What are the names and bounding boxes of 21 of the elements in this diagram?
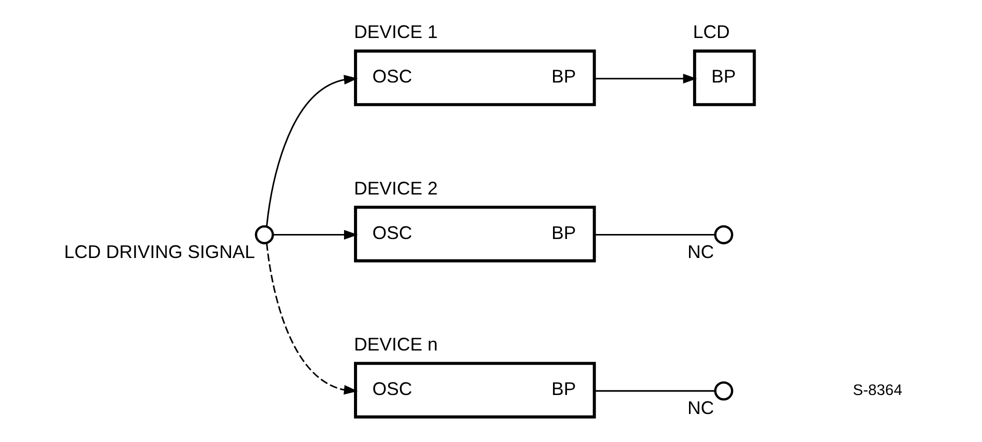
node-box: OSC BP	[354, 50, 596, 106]
node-box: OSC BP	[354, 362, 596, 418]
node-circle	[714, 225, 734, 244]
node-label: NC	[687, 240, 714, 262]
arrow	[266, 243, 358, 395]
node-label: LCD	[693, 21, 730, 42]
node-circle	[254, 225, 274, 244]
node-label: DEVICE 2	[354, 177, 438, 198]
node-label: NC	[687, 397, 714, 418]
node-label: DEVICE 1	[354, 21, 438, 42]
node-label: DEVICE n	[354, 334, 438, 355]
arrow	[272, 230, 358, 240]
arrow	[594, 74, 697, 84]
label: S-8364	[852, 382, 902, 399]
connector	[594, 390, 716, 392]
node-box: BP	[693, 50, 756, 106]
arrow	[266, 74, 358, 226]
node-box: OSC BP	[354, 206, 596, 262]
node-label: LCD DRIVING SIGNAL	[64, 240, 255, 262]
connector	[594, 234, 716, 236]
node-circle	[714, 381, 734, 400]
